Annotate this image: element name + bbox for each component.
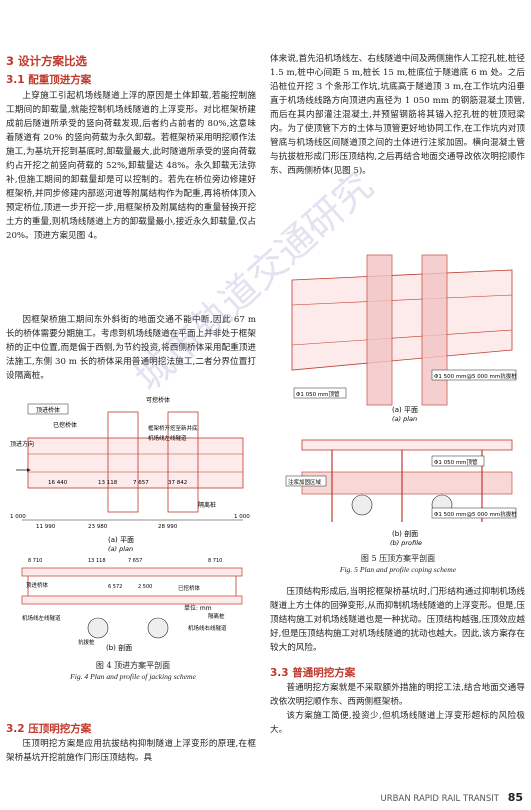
fig4-dim: 11 990 xyxy=(36,524,56,530)
fig4-right-tunnel xyxy=(147,617,169,639)
section-3-2-heading: 3.2 压顶明挖方案 xyxy=(6,723,92,735)
paragraph-weight-jacking: 上穿施工引起机场线隧道上浮的原因是土体卸载,若能控制施工期间的卸载量,就能控制机… xyxy=(6,91,256,242)
journal-name: URBAN RAPID RAIL TRANSIT xyxy=(380,794,499,804)
fig4-dim: 23 980 xyxy=(88,524,108,530)
fig4-caption: 图 4 顶进方案平剖面 xyxy=(95,661,171,670)
fig4-label: 隔离桩 xyxy=(208,612,225,620)
fig4-dim: 1 000 xyxy=(10,514,26,520)
paragraph-normal-open-cut: 普通明挖方案就是不采取额外措施的明挖工法,结合地面交通导改依次明挖顺作东、西两侧… xyxy=(270,683,525,708)
paragraph-coping-intro: 压顶明挖方案是应用抗拔结构抑制隧道上浮变形的原理,在框架桥基坑开挖前施作门形压顶… xyxy=(6,739,256,764)
figure-4-drawing: 顶进桥体 可挖桥体 已挖桥体 框架桥开挖至新井底 机场线左线隧道 顶进方向 隔离… xyxy=(10,396,250,652)
fig4-profile-slab xyxy=(21,567,243,577)
fig5-caption: 图 5 压顶方案平剖面 xyxy=(360,554,436,563)
paragraph-coping-risk: 压顶结构形成后,当明挖框架桥基坑时,门形结构通过抑制机场线隧道上方土体的回弹变形… xyxy=(270,587,525,654)
fig4-label: 机场线右线隧道 xyxy=(188,624,227,632)
fig4-label: 抗拔桩 xyxy=(78,638,95,646)
section-3-3-heading: 3.3 普通明挖方案 xyxy=(270,667,356,679)
fig5-label-pipe-profile: Φ1 050 mm顶管 xyxy=(434,458,478,466)
fig4-label-frame: 框架桥开挖至新井底 xyxy=(148,424,198,432)
fig4-dim: 28 990 xyxy=(158,524,178,530)
figure-5-drawing: Φ1 500 mm@5 000 mm抗拔桩 Φ1 050 mm顶管 (a) 平面… xyxy=(285,254,517,547)
paragraph-phased-construction: 因框架桥施工期间东外斜街的地面交通不能中断,因此 67 m 长的桥体需要分期施工… xyxy=(6,315,256,382)
fig4-dim: 7 657 xyxy=(128,558,142,564)
fig4-label: 已挖桥体 xyxy=(178,584,201,592)
fig4-tunnel-plan xyxy=(107,411,139,513)
page-footer: URBAN RAPID RAIL TRANSIT 85 xyxy=(381,791,523,804)
fig4-label: 顶进桥体 xyxy=(26,581,49,589)
fig4-sub-a: (a) 平面 xyxy=(108,536,134,544)
fig5-left-tunnel xyxy=(351,494,373,516)
fig4-label-airport-tunnel: 机场线左线隧道 xyxy=(148,434,187,442)
fig5-sub-b: (b) 剖面 xyxy=(392,529,418,538)
fig4-dim: 2 500 xyxy=(138,584,152,590)
section-3-heading: 3 设计方案比选 xyxy=(6,54,88,68)
fig5-sub-b-en: (b) profile xyxy=(390,539,422,547)
fig5-label-pipe-small: Φ1 050 mm顶管 xyxy=(296,390,340,398)
paragraph-normal-risk: 该方案施工简便,投资少,但机场线隧道上浮变形超标的风险极大。 xyxy=(270,711,525,736)
fig4-dim: 13 118 xyxy=(98,480,118,486)
fig5-sub-a: (a) 平面 xyxy=(392,406,418,414)
fig4-caption-en: Fig. 4 Plan and profile of jacking schem… xyxy=(70,672,196,681)
fig5-profile-beam xyxy=(301,439,513,451)
fig5-plan-area xyxy=(291,269,513,371)
fig4-label-isolation: 隔离桩 xyxy=(198,501,216,509)
fig5-label-grout: 注浆加固区域 xyxy=(288,478,322,486)
fig4-dim: 7 657 xyxy=(133,480,149,486)
paragraph-coping-detail: 体来说,首先沿机场线左、右线隧道中间及两侧施作人工挖孔桩,桩径 1.5 m,桩中… xyxy=(270,54,525,177)
fig4-label: 机场线左线隧道 xyxy=(22,614,61,622)
fig4-dim: 6 572 xyxy=(108,584,122,590)
fig4-label-dig-pier: 已挖桥体 xyxy=(53,421,77,429)
fig4-dim: 8 710 xyxy=(208,558,222,564)
fig4-plan-area xyxy=(27,437,244,489)
fig4-label-top-pier: 顶进桥体 xyxy=(36,406,60,414)
fig5-label-pile-profile: Φ1 500 mm@5 000 mm抗拔桩 xyxy=(434,510,517,518)
fig5-caption-en: Fig. 5 Plan and profile coping scheme xyxy=(339,565,457,574)
section-3-1-heading: 3.1 配重顶进方案 xyxy=(6,74,92,86)
fig4-sub-a-en: (a) plan xyxy=(108,545,133,553)
fig5-label-pipe-plan: Φ1 500 mm@5 000 mm抗拔桩 xyxy=(434,372,517,380)
fig4-left-tunnel xyxy=(87,617,109,639)
fig4-sub-b: (b) 剖面 xyxy=(106,643,132,652)
page-number: 85 xyxy=(507,791,523,804)
fig4-dim: 16 440 xyxy=(48,480,68,486)
fig4-dim: 1 000 xyxy=(234,514,250,520)
fig4-dim: 13 118 xyxy=(88,558,106,564)
fig4-dim: 8 710 xyxy=(28,558,42,564)
fig4-label-cut-pier: 可挖桥体 xyxy=(146,396,170,404)
fig4-label-top-direction: 顶进方向 xyxy=(10,440,34,448)
fig4-unit: 单位: mm xyxy=(184,604,212,612)
fig4-dim: 37 842 xyxy=(168,480,187,486)
fig5-sub-a-en: (a) plan xyxy=(392,415,417,423)
